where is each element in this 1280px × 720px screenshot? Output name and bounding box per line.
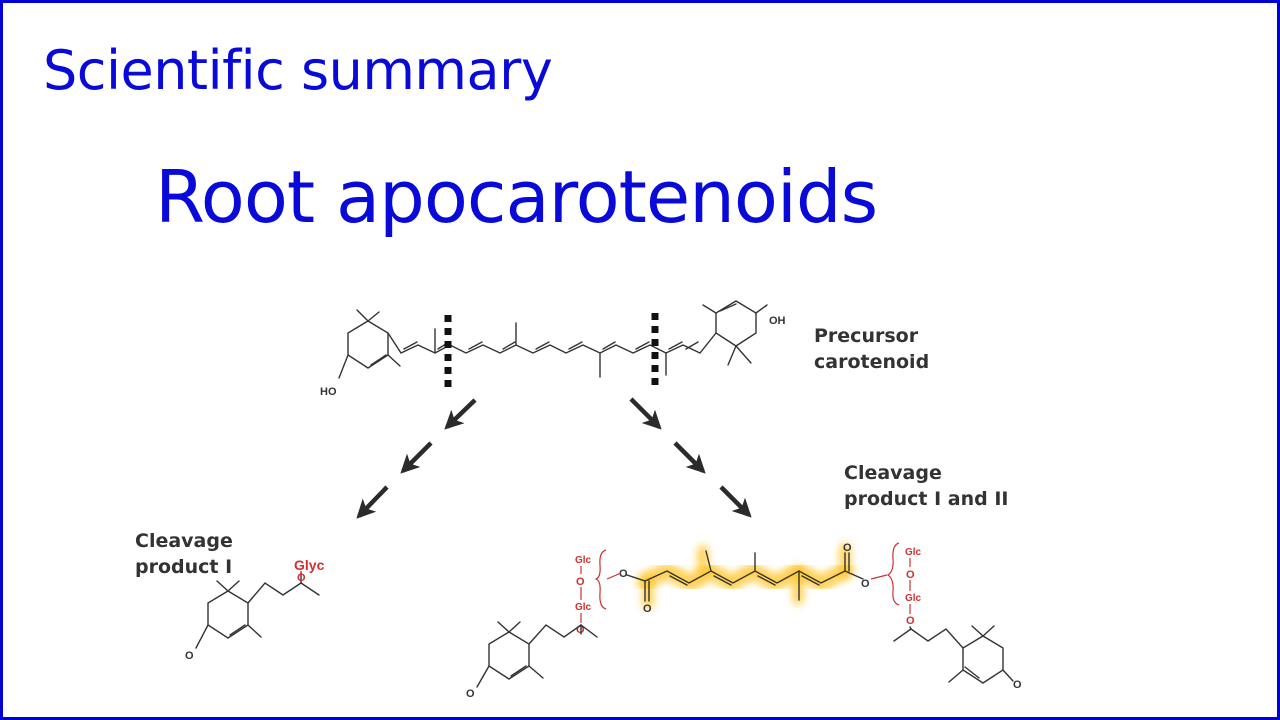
product-i-label-line2: product I [135, 556, 233, 578]
ester-o-right: O [861, 578, 870, 590]
ketone-o-product-ii-left: O [466, 688, 475, 700]
glc-label-right-2: Glc [905, 593, 922, 604]
glc-label-right-1: Glc [905, 547, 922, 558]
arrow-right-3 [719, 485, 752, 518]
slide-title: Root apocarotenoids [155, 155, 878, 239]
ketone-o-product-i: O [185, 650, 194, 662]
product-ii-label: Cleavage product I and II [844, 460, 1009, 512]
product-ii-ring-left [476, 621, 598, 688]
product-ii-chain [626, 550, 864, 602]
o-right-2: O [906, 615, 915, 627]
precursor-label-line2: carotenoid [814, 351, 930, 373]
ester-o-left: O [619, 568, 628, 580]
pathway-diagram: OH HO O O Glyc [185, 300, 1022, 700]
sugar-chain-left: Glc O Glc O [575, 549, 622, 636]
oh-label-left: HO [320, 386, 337, 398]
carbonyl-o-right: O [843, 542, 852, 554]
precursor-label: Precursor carotenoid [814, 323, 929, 375]
product-i-molecule [195, 572, 320, 649]
o-right-1: O [906, 569, 915, 581]
ketone-o-product-ii-right: O [1013, 679, 1022, 691]
o-left-1: O [576, 576, 585, 588]
arrow-right-2 [673, 441, 706, 474]
arrow-right-1 [629, 397, 662, 430]
arrow-left-1 [444, 398, 477, 430]
glc-label-left-2: Glc [575, 602, 592, 613]
glyc-label: Glyc [294, 557, 325, 573]
arrow-left-2 [400, 441, 433, 474]
product-i-label-line1: Cleavage [135, 530, 233, 552]
slide-header: Scientific summary [43, 39, 553, 102]
sugar-chain-right: Glc O Glc O [870, 542, 922, 627]
product-ii-label-line1: Cleavage [844, 462, 942, 484]
o-label-product-i: O [297, 572, 306, 584]
product-ii-label-line2: product I and II [844, 488, 1009, 510]
arrows [356, 397, 752, 519]
arrow-left-3 [356, 485, 389, 519]
precursor-molecule [338, 300, 768, 379]
product-ii-ring-right [893, 625, 1014, 684]
oh-label-right: OH [769, 315, 786, 327]
precursor-label-line1: Precursor [814, 325, 919, 347]
product-i-label: Cleavage product I [135, 528, 233, 580]
glc-label-left-1: Glc [575, 555, 592, 566]
carbonyl-o-left: O [643, 603, 652, 615]
